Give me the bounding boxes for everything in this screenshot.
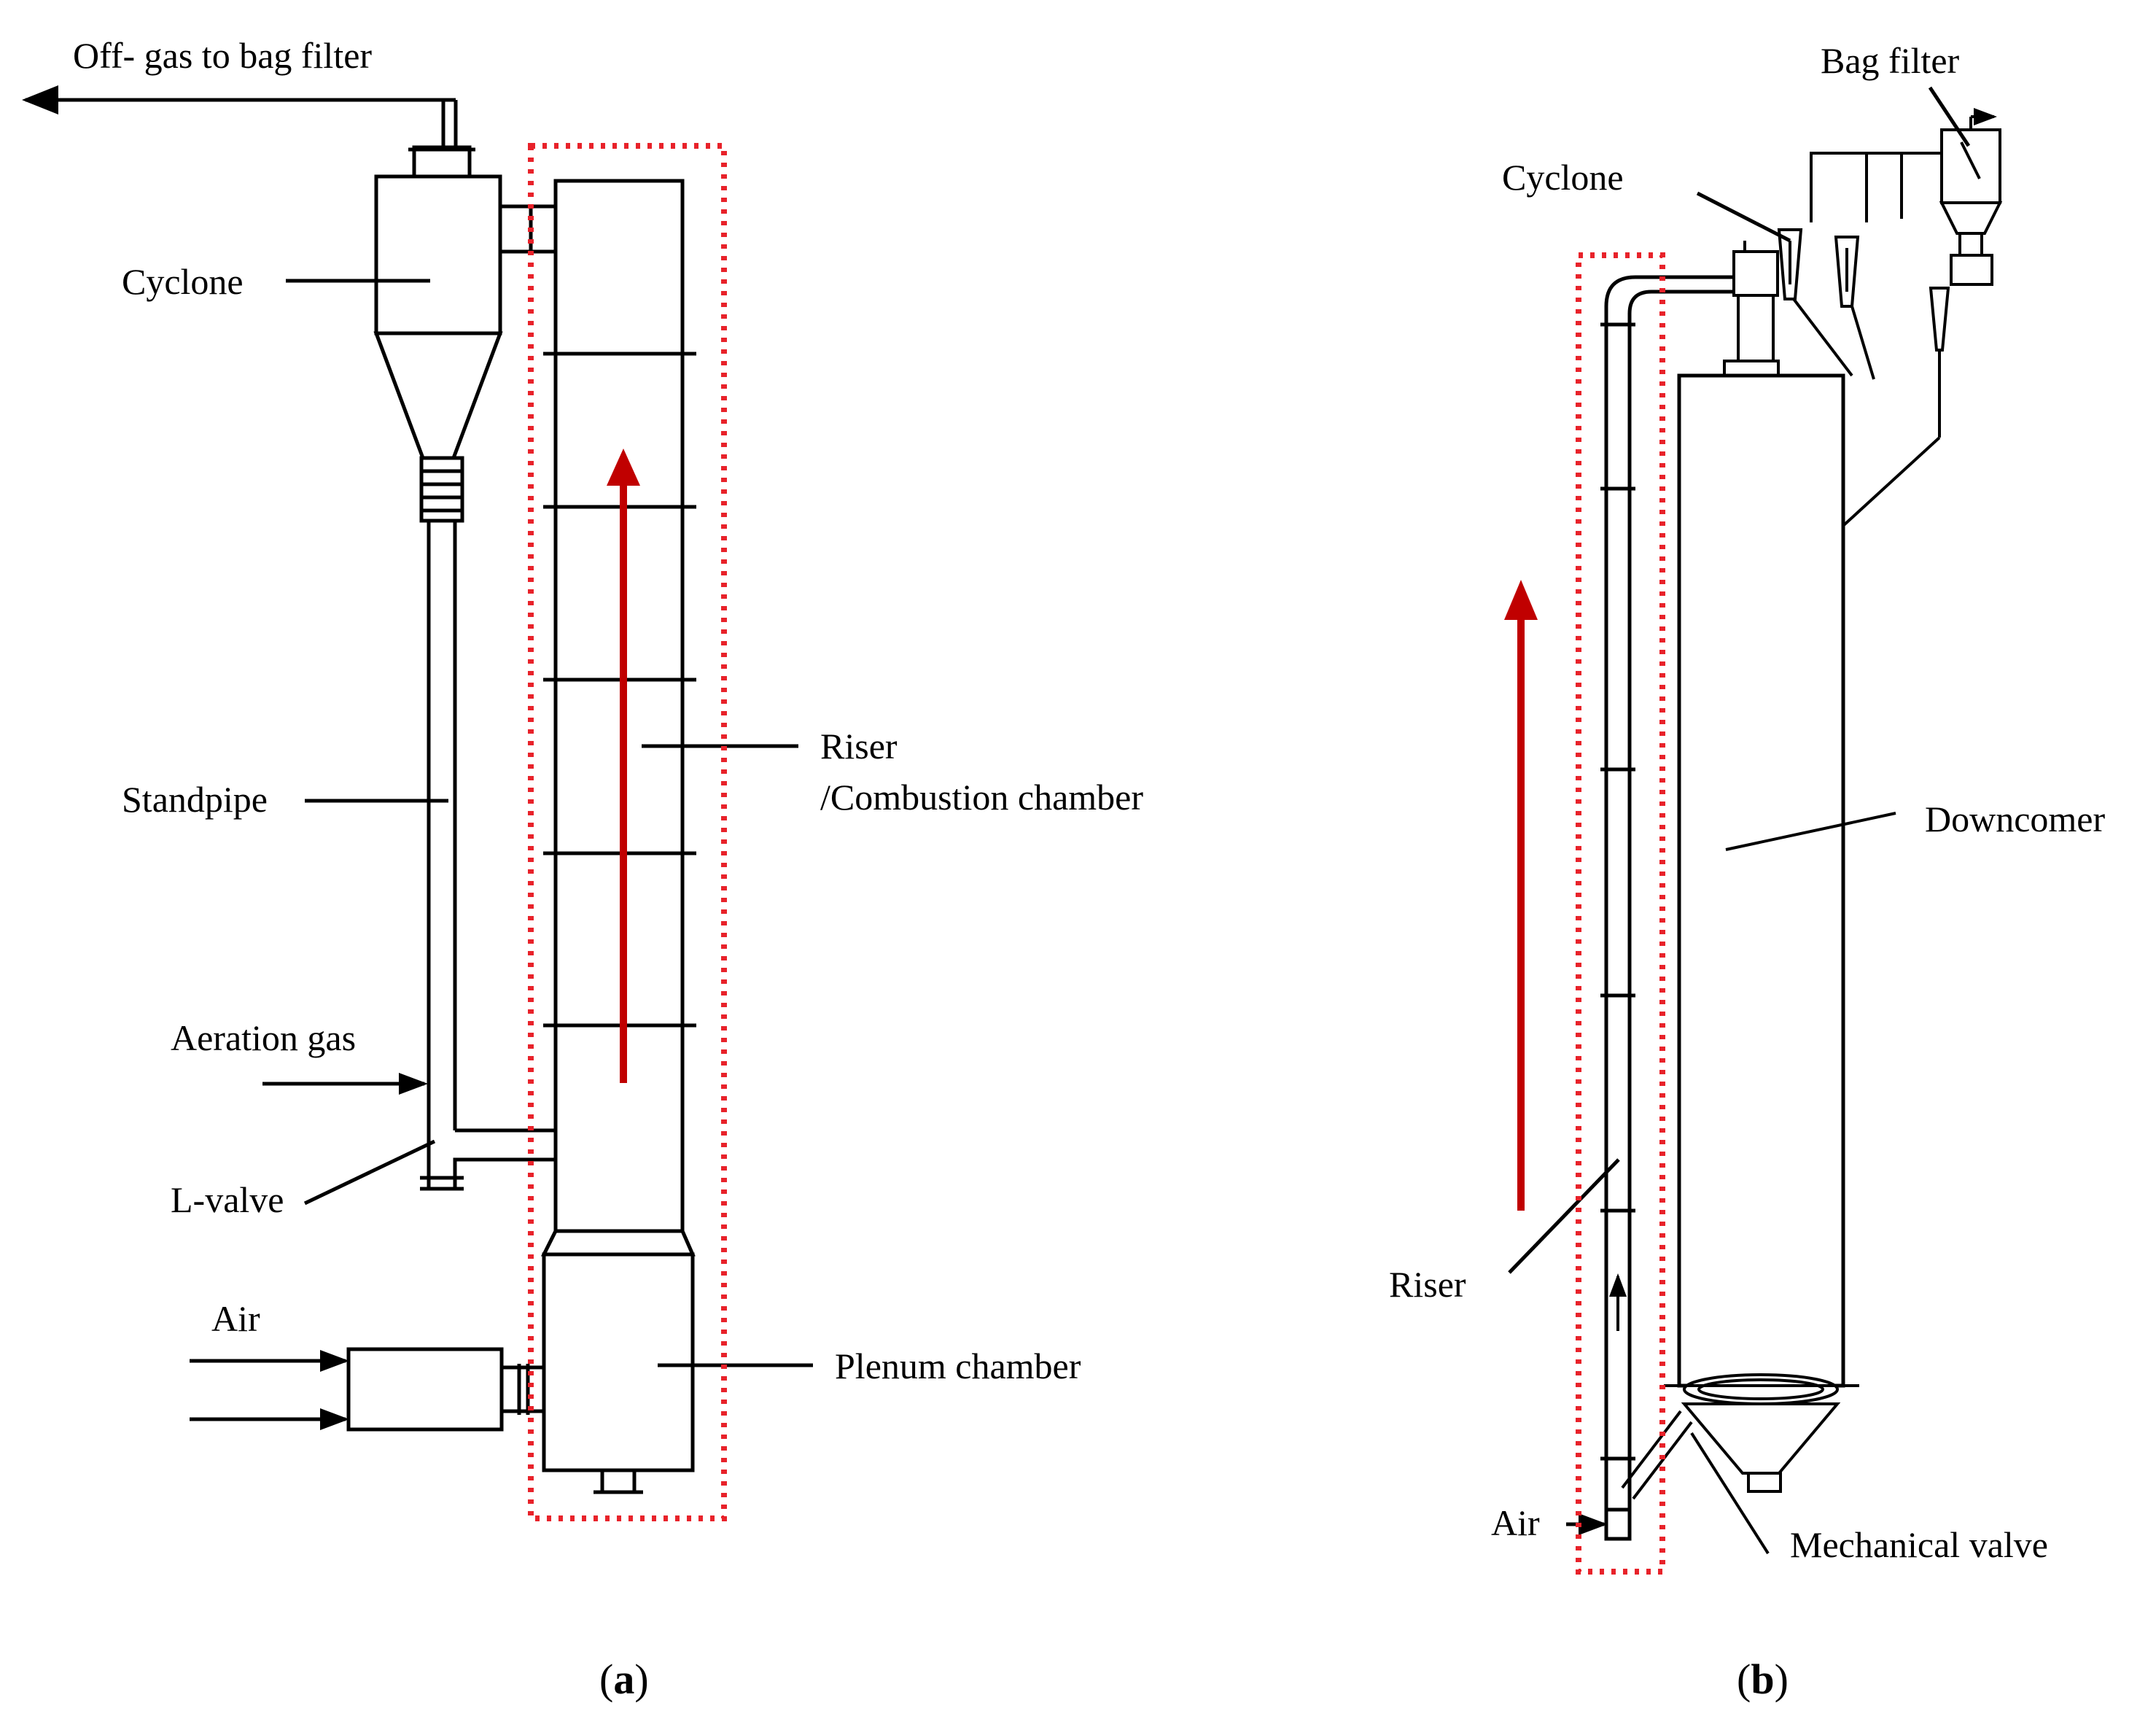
air-b-label: Air xyxy=(1491,1502,1540,1543)
combustion-chamber-label: /Combustion chamber xyxy=(820,777,1143,818)
cyclone-b-leader xyxy=(1696,191,1791,243)
flow-arrow-b xyxy=(1504,580,1538,1211)
l-valve-leader xyxy=(303,1139,436,1206)
riser-a-label: Riser xyxy=(820,726,898,766)
panel-a: Off- gas to bag filter Cyclone Sta xyxy=(22,35,1143,1703)
l-valve-label: L-valve xyxy=(171,1179,284,1220)
caption-b: (b) xyxy=(1737,1656,1789,1703)
downcomer-label: Downcomer xyxy=(1925,799,2105,839)
off-gas-line xyxy=(22,85,458,150)
bag-filter xyxy=(1939,108,2003,286)
riser-column-b xyxy=(1600,275,1734,1541)
bag-filter-leader xyxy=(1928,86,1971,147)
riser-b-leader xyxy=(1508,1158,1620,1274)
cyclone-a-label: Cyclone xyxy=(122,261,244,302)
small-cyclones xyxy=(1777,228,1950,534)
off-gas-label: Off- gas to bag filter xyxy=(73,35,372,76)
caption-a: (a) xyxy=(599,1656,649,1703)
air-a-label: Air xyxy=(211,1298,260,1339)
plenum-chamber xyxy=(540,1229,696,1494)
riser-boundary-a xyxy=(528,143,727,1521)
panel-b: Bag filter Cyclone xyxy=(1389,40,2105,1703)
riser-b-label: Riser xyxy=(1389,1264,1466,1305)
air-windbox xyxy=(346,1347,544,1432)
standpipe xyxy=(427,521,457,1123)
main-cyclone-b xyxy=(1723,241,1780,384)
cyclone-b-label: Cyclone xyxy=(1502,157,1624,198)
mechanical-valve-label: Mechanical valve xyxy=(1790,1524,2048,1565)
l-valve xyxy=(420,1123,556,1191)
standpipe-label: Standpipe xyxy=(122,779,268,820)
downcomer xyxy=(1677,373,1896,1388)
mechanical-valve-b xyxy=(1621,1373,1859,1555)
bag-filter-label: Bag filter xyxy=(1821,40,1960,81)
riser-column-a xyxy=(543,179,696,1233)
flow-arrow-a xyxy=(607,449,640,1083)
plenum-chamber-label: Plenum chamber xyxy=(835,1346,1081,1386)
riser-boundary-b xyxy=(1576,252,1665,1575)
cyclone-a xyxy=(373,145,503,523)
aeration-gas-label: Aeration gas xyxy=(171,1017,356,1058)
gas-manifold xyxy=(1810,152,1942,222)
